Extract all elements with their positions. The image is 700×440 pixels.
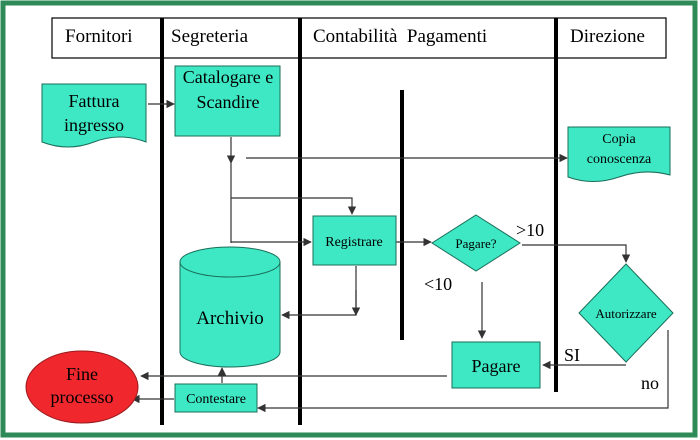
node-pagare-label: Pagare — [472, 356, 521, 376]
edge-label-gt10: >10 — [516, 220, 544, 240]
node-catalogare-line1: Catalogare e — [183, 67, 273, 87]
node-catalogare-line2: Scandire — [197, 92, 260, 112]
edge-label-lt10: <10 — [424, 274, 452, 294]
node-autorizzare-decision[interactable] — [578, 263, 674, 363]
edge-to-registrare-top — [231, 197, 357, 215]
edge-label-si: SI — [564, 345, 580, 365]
node-pagare[interactable] — [451, 341, 541, 389]
node-contestare[interactable] — [174, 383, 258, 413]
node-archivio[interactable] — [179, 246, 281, 368]
lane-contabilita-label: Contabilità Pagamenti — [313, 26, 487, 47]
edge-autorizzare-no — [257, 330, 669, 413]
node-pagare-decision[interactable] — [431, 214, 521, 272]
node-fattura-ingresso-line2: ingresso — [64, 115, 124, 135]
node-autorizzare-label: Autorizzare — [595, 306, 657, 321]
lane-segreteria-label: Segreteria — [171, 26, 249, 47]
node-contestare-label: Contestare — [186, 392, 246, 407]
node-fattura-ingresso-line1: Fattura — [69, 91, 120, 111]
lane-header-bar — [51, 17, 667, 59]
lane-fornitori-label: Fornitori — [65, 26, 133, 47]
node-copia-conoscenza[interactable] — [567, 126, 671, 182]
node-registrare[interactable] — [312, 215, 397, 266]
node-copia-line1: Copia — [602, 132, 636, 147]
lane-direzione-label: Direzione — [570, 26, 645, 47]
edge-pagare-q-to-autorizzare — [522, 244, 631, 263]
node-fine-processo[interactable] — [25, 350, 139, 424]
node-registrare-label: Registrare — [325, 235, 383, 250]
edge-registrare-to-archivio — [281, 266, 357, 320]
edge-label-no: no — [641, 373, 659, 393]
node-catalogare-scandire[interactable] — [174, 65, 281, 137]
node-fattura-ingresso[interactable] — [41, 83, 147, 148]
node-pagare-decision-label: Pagare? — [455, 236, 496, 251]
node-fine-line1: Fine — [66, 364, 98, 384]
node-archivio-label: Archivio — [196, 308, 264, 329]
node-fine-line2: processo — [51, 387, 114, 407]
node-copia-line2: conoscenza — [587, 152, 652, 167]
